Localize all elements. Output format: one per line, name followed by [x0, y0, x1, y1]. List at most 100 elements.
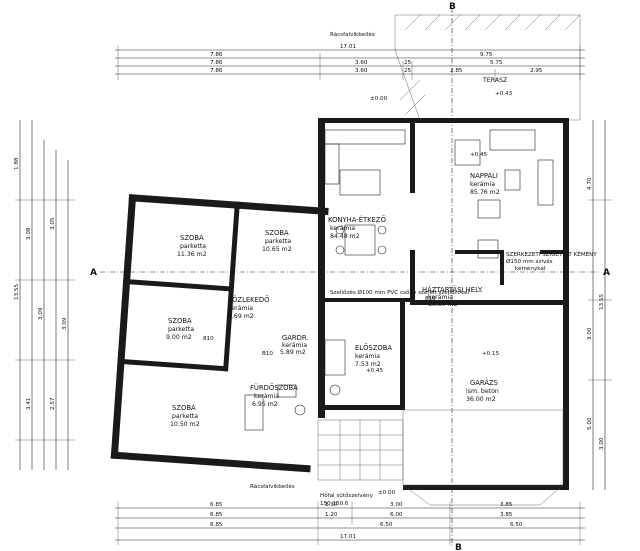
level-entrance: ±0.00: [378, 490, 396, 496]
room-7-name: KÖZLEKEDŐ: [228, 295, 270, 304]
room-11-name: FÜRDŐSZOBA: [250, 383, 298, 392]
chimney-label: SZERKEZETI SZIGETELT KÉMÉNY: [506, 250, 597, 258]
top-dim-d: 3.60: [355, 60, 368, 66]
section-a-right: A: [603, 268, 610, 278]
room-8-area: 10.50 m2: [428, 301, 458, 308]
room-9-area: 5.89 m2: [280, 349, 306, 356]
bottom-dim-k: 6.50: [510, 522, 523, 528]
room-4-floor: parketta: [172, 413, 198, 420]
room-11-area: 6.95 m2: [252, 401, 278, 408]
room-3-floor: parketta: [168, 326, 194, 333]
terrace-hatch: TERASZ +0.43 ±0.00: [370, 14, 581, 121]
right-dim-a: 13.55: [599, 294, 605, 310]
top-dim-e: 25: [404, 60, 412, 66]
misc-labels: +0.45 +0.15 +0.45 ±0.00 SZERKEZETI SZIGE…: [203, 152, 597, 507]
room-7-floor: kerámia: [228, 304, 253, 312]
room-12-name: GARÁZS: [470, 378, 498, 387]
bottom-dim-a: 6.85: [210, 502, 223, 508]
room-8-floor: kerámia: [428, 293, 453, 301]
terrace-label: TERASZ: [482, 77, 507, 84]
left-dim-a: 1.88: [14, 157, 20, 170]
bottom-dim-i: 6.85: [210, 522, 223, 528]
right-dim-e: 3.00: [599, 437, 605, 450]
room-6-name: NAPPALI: [470, 172, 498, 180]
room-12-area: 36.00 m2: [466, 396, 496, 403]
chimney-size: Ø150 mm szívás: [506, 258, 553, 265]
room-4-area: 10.50 m2: [170, 421, 200, 428]
section-a-left: A: [90, 268, 97, 278]
section-b-top: B: [449, 2, 456, 12]
walls: [110, 118, 569, 490]
room-2-name: SZOBA: [265, 229, 289, 237]
bottom-dim-c: 3.00: [390, 502, 403, 508]
kitchen-furniture: [324, 129, 406, 256]
room-7-area: 6.69 m2: [228, 313, 254, 320]
top-dim-f: 5.75: [490, 60, 503, 66]
room-5-floor: kerámia: [330, 224, 355, 232]
bottom-dim-h: 3.85: [500, 512, 513, 518]
chimney-note: kéménykal: [515, 265, 546, 272]
terrace-level: +0.43: [495, 91, 513, 97]
room-6-area: 85.76 m2: [470, 189, 500, 196]
section-lines: A A B B: [90, 2, 610, 551]
room-8-name: HÁZTARTÁSI HELY.: [422, 285, 483, 294]
room-3-name: SZOBA: [168, 317, 192, 325]
top-dim-a: 7.86: [210, 52, 223, 58]
left-dim-d: 3.41: [26, 397, 32, 410]
bottom-label: Rácsfalvikbeilés: [250, 483, 295, 490]
left-dim-h: 2.57: [50, 397, 56, 410]
section-b-bottom: B: [455, 543, 462, 551]
room-labels: SZOBA parketta 11.36 m2 SZOBA parketta 1…: [166, 172, 500, 428]
bottom-dim-g: 6.00: [390, 512, 403, 518]
bottom-dimension-lines: 6.85 1.30 3.00 3.85 6.85 1.20 6.00 3.85 …: [115, 483, 585, 545]
left-dimension-lines: 1.88 3.08 3.09 3.41 13.55 3.05 3.09 2.57: [14, 120, 75, 470]
room-9-floor: kerámia: [282, 341, 307, 349]
pipe-note: Szellőzés Ø100 mm PVC csőbe szerelt szel…: [330, 289, 469, 296]
living-furniture: [454, 129, 554, 219]
level-garage: +0.15: [482, 351, 500, 357]
room-6-floor: kerámia: [470, 180, 495, 188]
top-level: ±0.00: [370, 96, 388, 102]
room-3-area: 9.00 m2: [166, 334, 192, 341]
room-2-floor: parketta: [265, 238, 291, 245]
room-12-floor: ism. beton: [466, 388, 499, 395]
left-dim-b: 3.08: [26, 227, 32, 240]
room-5-name: KONYHA-ÉTKEZŐ: [328, 215, 386, 224]
top-dim-g: 7.86: [210, 68, 223, 74]
left-dim-g: 3.09: [62, 317, 68, 330]
right-dimension-lines: 13.55 4.70 3.00 5.00 3.00: [587, 120, 612, 490]
top-dim-b: 9.75: [480, 52, 493, 58]
door-label-3: 810: [425, 296, 436, 302]
room-10-floor: kerámia: [355, 352, 380, 360]
right-dim-b: 4.70: [587, 177, 593, 190]
entrance-note: Hőfal sütőszelvény: [320, 492, 374, 499]
door-label-2: B10: [262, 351, 273, 357]
bottom-dim-total: 17.01: [340, 534, 356, 540]
room-1-name: SZOBA: [180, 234, 204, 242]
garage-ramp: [402, 409, 564, 506]
top-dim-h: 3.60: [355, 68, 368, 74]
entrance-size: 150.150.6: [320, 501, 349, 507]
door-label-1: 810: [203, 336, 214, 342]
top-dim-j: 2.85: [450, 68, 463, 74]
level-living: +0.45: [470, 152, 488, 158]
bottom-dim-e: 6.85: [210, 512, 223, 518]
room-1-floor: parketta: [180, 243, 206, 250]
right-dim-d: 5.00: [587, 417, 593, 430]
top-dim-k: 2.95: [530, 68, 543, 74]
room-5-area: 84.48 m2: [330, 233, 360, 240]
left-dim-f: 3.05: [50, 217, 56, 230]
top-label: Rácsfalvikbeilés: [330, 31, 375, 38]
room-4-name: SZOBA: [172, 404, 196, 412]
bottom-dim-f: 1.20: [325, 512, 338, 518]
top-dim-c: 7.86: [210, 60, 223, 66]
level-hall: +0.45: [366, 368, 384, 374]
room-2-area: 10.65 m2: [262, 246, 292, 253]
room-11-floor: kerámia: [254, 392, 279, 400]
entrance-steps: [317, 419, 404, 481]
top-dimension-lines: Rácsfalvikbeilés 17.01 7.86 9.75 7.86 3.…: [115, 31, 585, 80]
room-10-name: ELŐSZOBA: [355, 343, 392, 352]
right-dim-c: 3.00: [587, 327, 593, 340]
bottom-dim-b: 1.30: [325, 502, 338, 508]
